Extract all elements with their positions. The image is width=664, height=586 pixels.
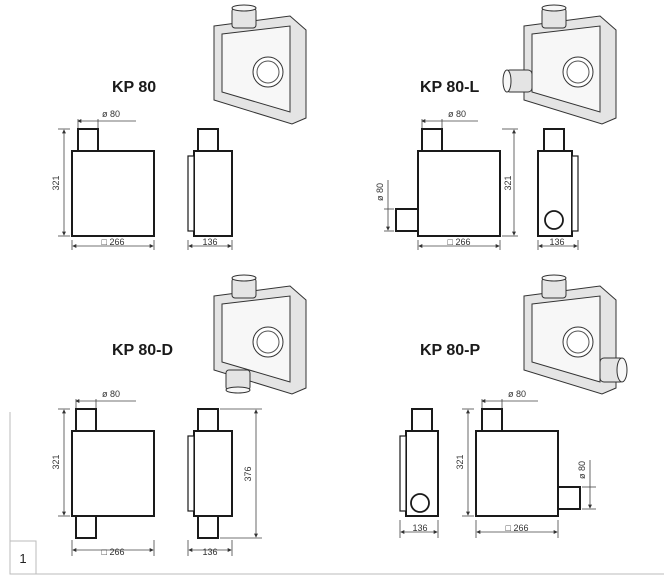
kp80-height-label: 321 [51,175,61,190]
kp80l-top-diameter-label: ø 80 [448,109,466,119]
kp80p-side-view: 136 [399,408,439,538]
kp80p-side-diameter-label: ø 80 [577,461,587,479]
kp80p-isometric-view [523,274,628,395]
variant-kp80-title: KP 80 [112,79,156,96]
kp80d-width-label: □ 266 [102,547,125,557]
kp80l-side-diameter-label: ø 80 [375,183,385,201]
kp80-side-view: 136 [187,128,233,250]
kp80l-width-label: □ 266 [448,237,471,247]
kp80l-height-label: 321 [503,175,513,190]
variant-kp80-d: KP 80-D ø 80 321 □ 266 [51,274,307,557]
kp80p-height-label: 321 [455,454,465,469]
variant-kp80l-title: KP 80-L [420,79,480,96]
kp80l-depth-label: 136 [549,237,564,247]
page-number-box [9,540,37,575]
kp80d-side-view: 376 136 [187,408,262,557]
kp80d-total-height-label: 376 [243,466,253,481]
variant-kp80-p: KP 80-P 136 ø [399,274,628,538]
kp80p-front-view: ø 80 321 ø 80 □ 266 [455,389,596,538]
variant-kp80d-title: KP 80-D [112,342,173,359]
kp80-width-label: □ 266 [102,237,125,247]
kp80d-diameter-label: ø 80 [102,389,120,399]
variant-kp80: KP 80 ø 80 321 □ 266 [51,4,307,250]
kp80p-width-label: □ 266 [506,523,529,533]
kp80l-side-view: 136 [537,128,579,250]
kp80l-front-view: ø 80 ø 80 321 □ 266 [375,109,518,250]
variant-kp80p-title: KP 80-P [420,342,481,359]
kp80d-isometric-view [213,274,307,395]
kp80d-depth-label: 136 [202,547,217,557]
kp80p-top-diameter-label: ø 80 [508,389,526,399]
kp80-depth-label: 136 [202,237,217,247]
kp80p-depth-label: 136 [412,523,427,533]
kp80l-isometric-view [502,4,617,125]
page-number: 1 [19,551,26,566]
kp80d-height-label: 321 [51,454,61,469]
kp80-isometric-view [213,4,307,125]
variant-kp80-l: KP 80-L ø 80 ø 80 321 [375,4,617,250]
kp80-diameter-label: ø 80 [102,109,120,119]
kp80d-front-view: ø 80 321 □ 266 [51,389,155,557]
kp80-front-view: ø 80 321 □ 266 [51,109,155,250]
